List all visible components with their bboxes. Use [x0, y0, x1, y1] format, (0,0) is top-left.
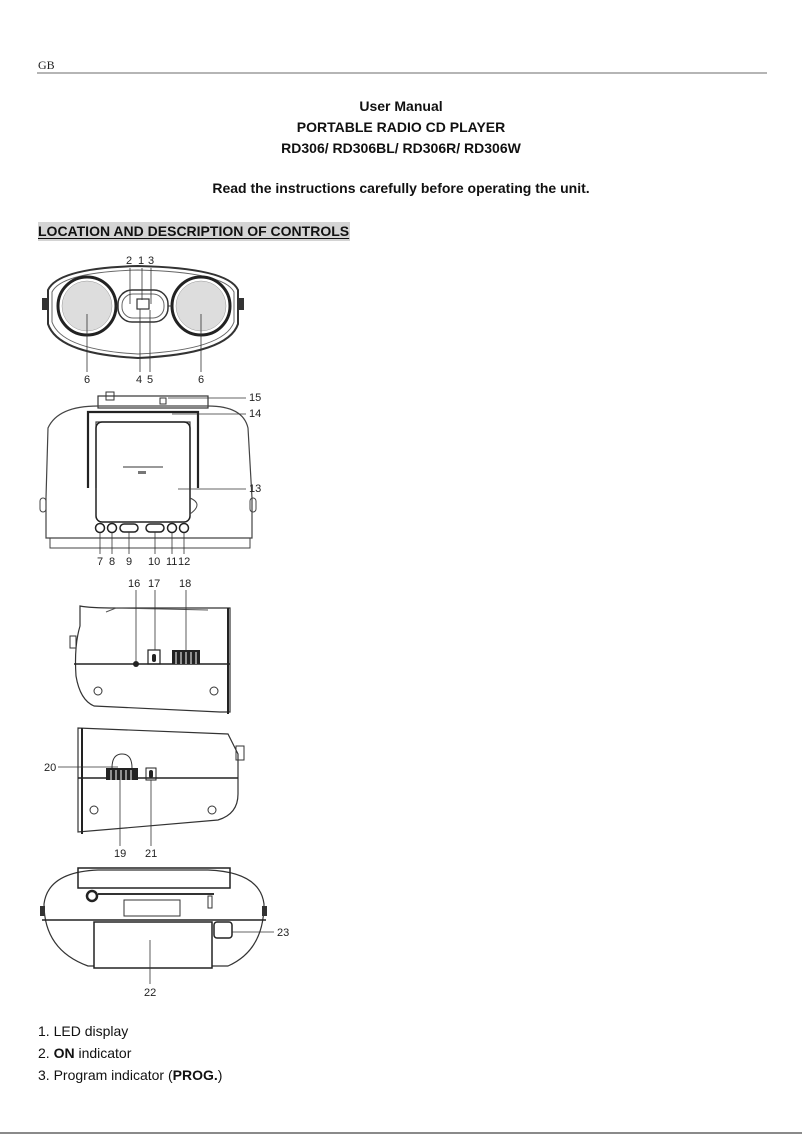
control-item-3-text: Program indicator ( — [53, 1067, 173, 1083]
title-product-name: PORTABLE RADIO CD PLAYER — [296, 119, 506, 135]
callout-8: 8 — [109, 556, 115, 568]
top-view-diagram: 2 1 3 6 4 5 6 — [38, 254, 248, 386]
title-user-manual: User Manual — [359, 98, 443, 114]
back-view-diagram: 23 22 — [38, 864, 298, 1004]
page-language-tag: GB — [38, 58, 55, 72]
callout-10: 10 — [148, 556, 160, 568]
callout-13: 13 — [249, 483, 261, 495]
right-side-view-diagram: 16 17 18 — [60, 576, 240, 716]
control-item-2-text: indicator — [74, 1045, 132, 1061]
callout-5: 5 — [147, 374, 153, 386]
callout-16: 16 — [128, 578, 140, 590]
callout-7: 7 — [97, 556, 103, 568]
control-item-2-bold: ON — [53, 1045, 75, 1061]
callout-20: 20 — [44, 762, 56, 774]
control-item-1-text: LED display — [53, 1023, 129, 1039]
callout-22: 22 — [144, 987, 156, 999]
footer-divider — [0, 1132, 802, 1134]
callout-18: 18 — [179, 578, 191, 590]
callout-6-left: 6 — [84, 374, 90, 386]
control-item-1: 1. LED display — [38, 1023, 129, 1039]
callout-12: 12 — [178, 556, 190, 568]
callout-11: 11 — [166, 556, 177, 568]
front-view-diagram: 15 14 13 7 8 9 10 11 12 — [38, 388, 268, 568]
callout-2: 2 — [126, 255, 132, 267]
safety-instruction: Read the instructions carefully before o… — [212, 180, 590, 196]
document-title: User Manual PORTABLE RADIO CD PLAYER RD3… — [0, 96, 802, 159]
callout-3: 3 — [148, 255, 154, 267]
callout-1: 1 — [138, 255, 144, 267]
callout-19: 19 — [114, 848, 126, 860]
callout-21: 21 — [145, 848, 157, 860]
callout-23: 23 — [277, 927, 289, 939]
callout-14: 14 — [249, 408, 261, 420]
callout-17: 17 — [148, 578, 160, 590]
header-divider — [37, 72, 767, 74]
control-item-2: 2. ON indicator — [38, 1045, 132, 1061]
callout-15: 15 — [249, 392, 261, 404]
control-item-3: 3. Program indicator (PROG.) — [38, 1067, 223, 1083]
controls-list: 1. LED display 2. ON indicator 3. Progra… — [38, 1020, 222, 1086]
left-side-view-diagram: 20 19 21 — [38, 724, 258, 864]
title-model-numbers: RD306/ RD306BL/ RD306R/ RD306W — [281, 140, 521, 156]
callout-6-right: 6 — [198, 374, 204, 386]
section-heading: LOCATION AND DESCRIPTION OF CONTROLS — [38, 222, 351, 241]
callout-9: 9 — [126, 556, 132, 568]
control-item-3-bold: PROG. — [172, 1067, 218, 1083]
callout-4: 4 — [136, 374, 142, 386]
